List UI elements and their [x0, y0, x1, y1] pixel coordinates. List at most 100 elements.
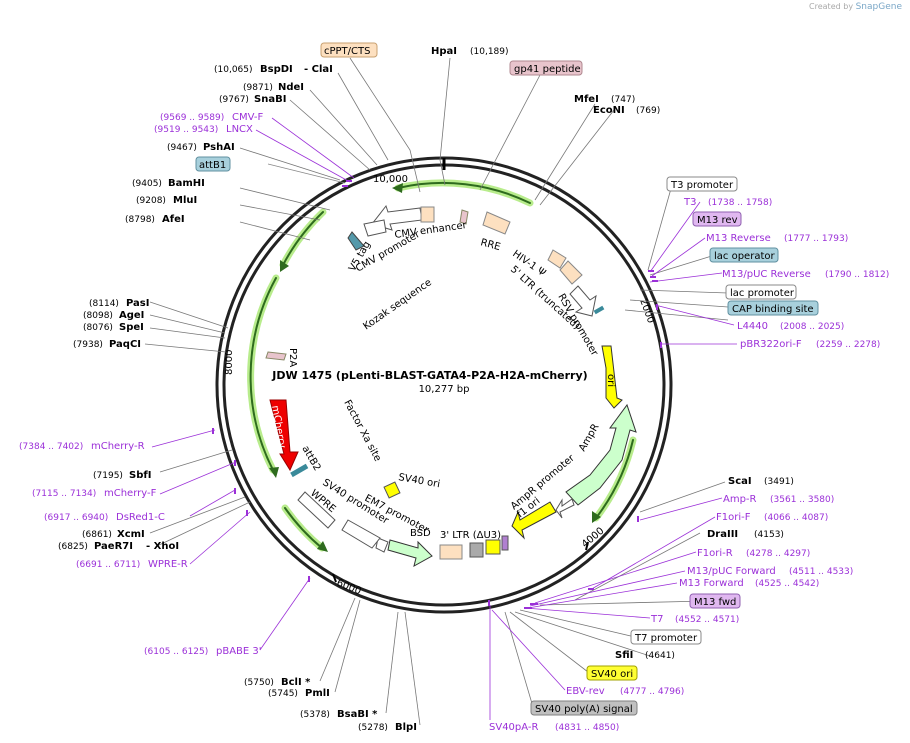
boxed-labels: cPPT/CTS gp41 peptide T3 promoter M13 re…: [195, 42, 819, 716]
mcherry-shape: [269, 399, 299, 472]
ampr-shape: [565, 403, 637, 506]
box-sv40pa: [530, 700, 638, 716]
primer-m13-reverse-pos: (1777 .. 1793): [784, 234, 848, 244]
enz-pmli: PmlI: [305, 688, 330, 699]
enz-paer7i-pos: (6825): [58, 542, 88, 552]
attb2-shape: [290, 463, 309, 478]
primer-ebv-rev: EBV-rev: [566, 686, 605, 697]
box-sv40pa-text: SV40 poly(A) signal: [535, 704, 633, 715]
label-ori: ori: [605, 374, 616, 387]
primer-pbabe3: pBABE 3': [216, 646, 262, 657]
primer-cmv-f: CMV-F: [232, 112, 263, 123]
arc-right: [595, 439, 634, 519]
psi-shape: [547, 249, 567, 269]
primer-t7-pos: (4552 .. 4571): [675, 615, 739, 625]
f1ori-shape: [511, 501, 557, 540]
gp41-shape: [459, 209, 469, 225]
arrowhead-left: [269, 467, 279, 478]
primer-m13-forward-pos: (4525 .. 4542): [755, 579, 819, 589]
enz-xcmi: XcmI: [117, 529, 145, 540]
ampr-promoter-shape: [555, 498, 575, 519]
arrowhead-right: [592, 511, 601, 523]
enz-bsabi-pos: (5378): [300, 710, 330, 720]
bsd-shape: [387, 539, 433, 567]
enz-bspdi: BspDI: [260, 64, 293, 75]
leader-lines: [144, 57, 729, 726]
enz-xcmi-pos: (6861): [82, 530, 112, 540]
enz-paqci-pos: (7938): [73, 340, 103, 350]
enz-bamhi: BamHI: [168, 178, 205, 189]
primer-pbabe3-pos: (6105 .. 6125): [144, 647, 208, 657]
box-m13rev: [692, 211, 742, 227]
enz-scai: ScaI: [728, 476, 752, 487]
enz-draiii-pos: (4153): [754, 530, 784, 540]
primer-mcherry-f: mCherry-F: [104, 488, 157, 499]
primer-t3: T3: [683, 197, 696, 208]
enz-ndei: NdeI: [278, 82, 304, 93]
primer-labels: T3 (1738 .. 1758) M13 Reverse (1777 .. 1…: [19, 112, 889, 733]
enz-econi-pos: (769): [636, 106, 660, 116]
enz-paer7i: PaeR7I: [94, 541, 133, 552]
enz-spei-pos: (8076): [83, 323, 113, 333]
arc-left: [249, 277, 277, 471]
primer-wpre-r-pos: (6691 .. 6711): [76, 560, 140, 570]
arrowhead-top: [392, 183, 403, 193]
primer-mcherry-f-pos: (7115 .. 7134): [32, 489, 96, 499]
enz-mlui-pos: (9208): [136, 196, 166, 206]
m13-shape: [501, 535, 509, 551]
enz-scai-pos: (3491): [764, 477, 794, 487]
arc-arrowheads: [269, 183, 601, 552]
enz-mfei-pos: (747): [611, 95, 635, 105]
tick-label-8000: 8000: [224, 350, 235, 375]
v5-shape: [347, 231, 365, 251]
arrowhead-bottom-left: [317, 541, 328, 552]
primer-cmv-f-pos: (9569 .. 9589): [160, 113, 224, 123]
primer-dsred1c-pos: (6917 .. 6940): [44, 513, 108, 523]
box-cppt: [320, 42, 378, 58]
primer-m13-reverse: M13 Reverse: [706, 233, 771, 244]
label-sv40ori: SV40 ori: [397, 472, 440, 490]
sv40ori-inner-shape: [383, 481, 401, 499]
box-attb1-text: attB1: [199, 160, 226, 171]
primer-f1ori-f: F1ori-F: [716, 512, 751, 523]
arrowhead-left-top: [280, 260, 289, 272]
enz-bcli-pos: (5750): [244, 678, 274, 688]
primer-lncx: LNCX: [226, 124, 253, 135]
primer-m13puc-forward: M13/pUC Forward: [687, 566, 776, 577]
box-attb1: [195, 156, 231, 172]
tick-4000: [585, 541, 589, 551]
em7-shape: [375, 537, 389, 553]
box-lac-promoter: [725, 284, 797, 300]
ori-shape: [601, 345, 623, 409]
p2a-shape: [265, 351, 287, 361]
box-sv40ori-text: SV40 ori: [591, 669, 633, 680]
enz-xhoi: - XhoI: [146, 541, 179, 552]
tick-label-6000: 6000: [335, 578, 363, 598]
enz-pasi: PasI: [126, 298, 149, 309]
label-factorxa: Factor Xa site: [341, 398, 383, 463]
box-cppt-text: cPPT/CTS: [324, 46, 370, 57]
primer-ampr-pos: (3561 .. 3580): [770, 495, 834, 505]
primer-m13-forward: M13 Forward: [679, 578, 744, 589]
enzyme-labels: HpaI (10,189) MfeI (747) EcoNI (769) Sca…: [58, 46, 794, 733]
primer-sv40pa-r-pos: (4831 .. 4850): [555, 723, 619, 733]
primer-marks: [212, 180, 662, 609]
sv40pa-shape: [469, 542, 484, 558]
enz-bcli: BclI *: [281, 677, 311, 688]
wpre-shape: [297, 491, 336, 529]
enz-pshai-pos: (9467): [167, 143, 197, 153]
enz-agei-pos: (8098): [83, 311, 113, 321]
enz-clai: - ClaI: [304, 64, 333, 75]
box-sv40ori: [586, 665, 638, 681]
enz-sbfi: SbfI: [129, 470, 151, 481]
box-lac-promoter-text: lac promoter: [730, 288, 795, 299]
enz-mfei: MfeI: [574, 94, 599, 105]
label-ltr3: 3' LTR (ΔU3): [440, 530, 501, 541]
enz-afei-pos: (8798): [125, 215, 155, 225]
primer-m13puc-reverse: M13/pUC Reverse: [722, 269, 811, 280]
box-cap-text: CAP binding site: [732, 304, 814, 315]
primer-l4440-pos: (2008 .. 2025): [780, 322, 844, 332]
arc-glow-top: [394, 179, 534, 207]
primer-pbr322ori: pBR322ori-F: [740, 339, 802, 350]
enz-pmli-pos: (5745): [268, 689, 298, 699]
